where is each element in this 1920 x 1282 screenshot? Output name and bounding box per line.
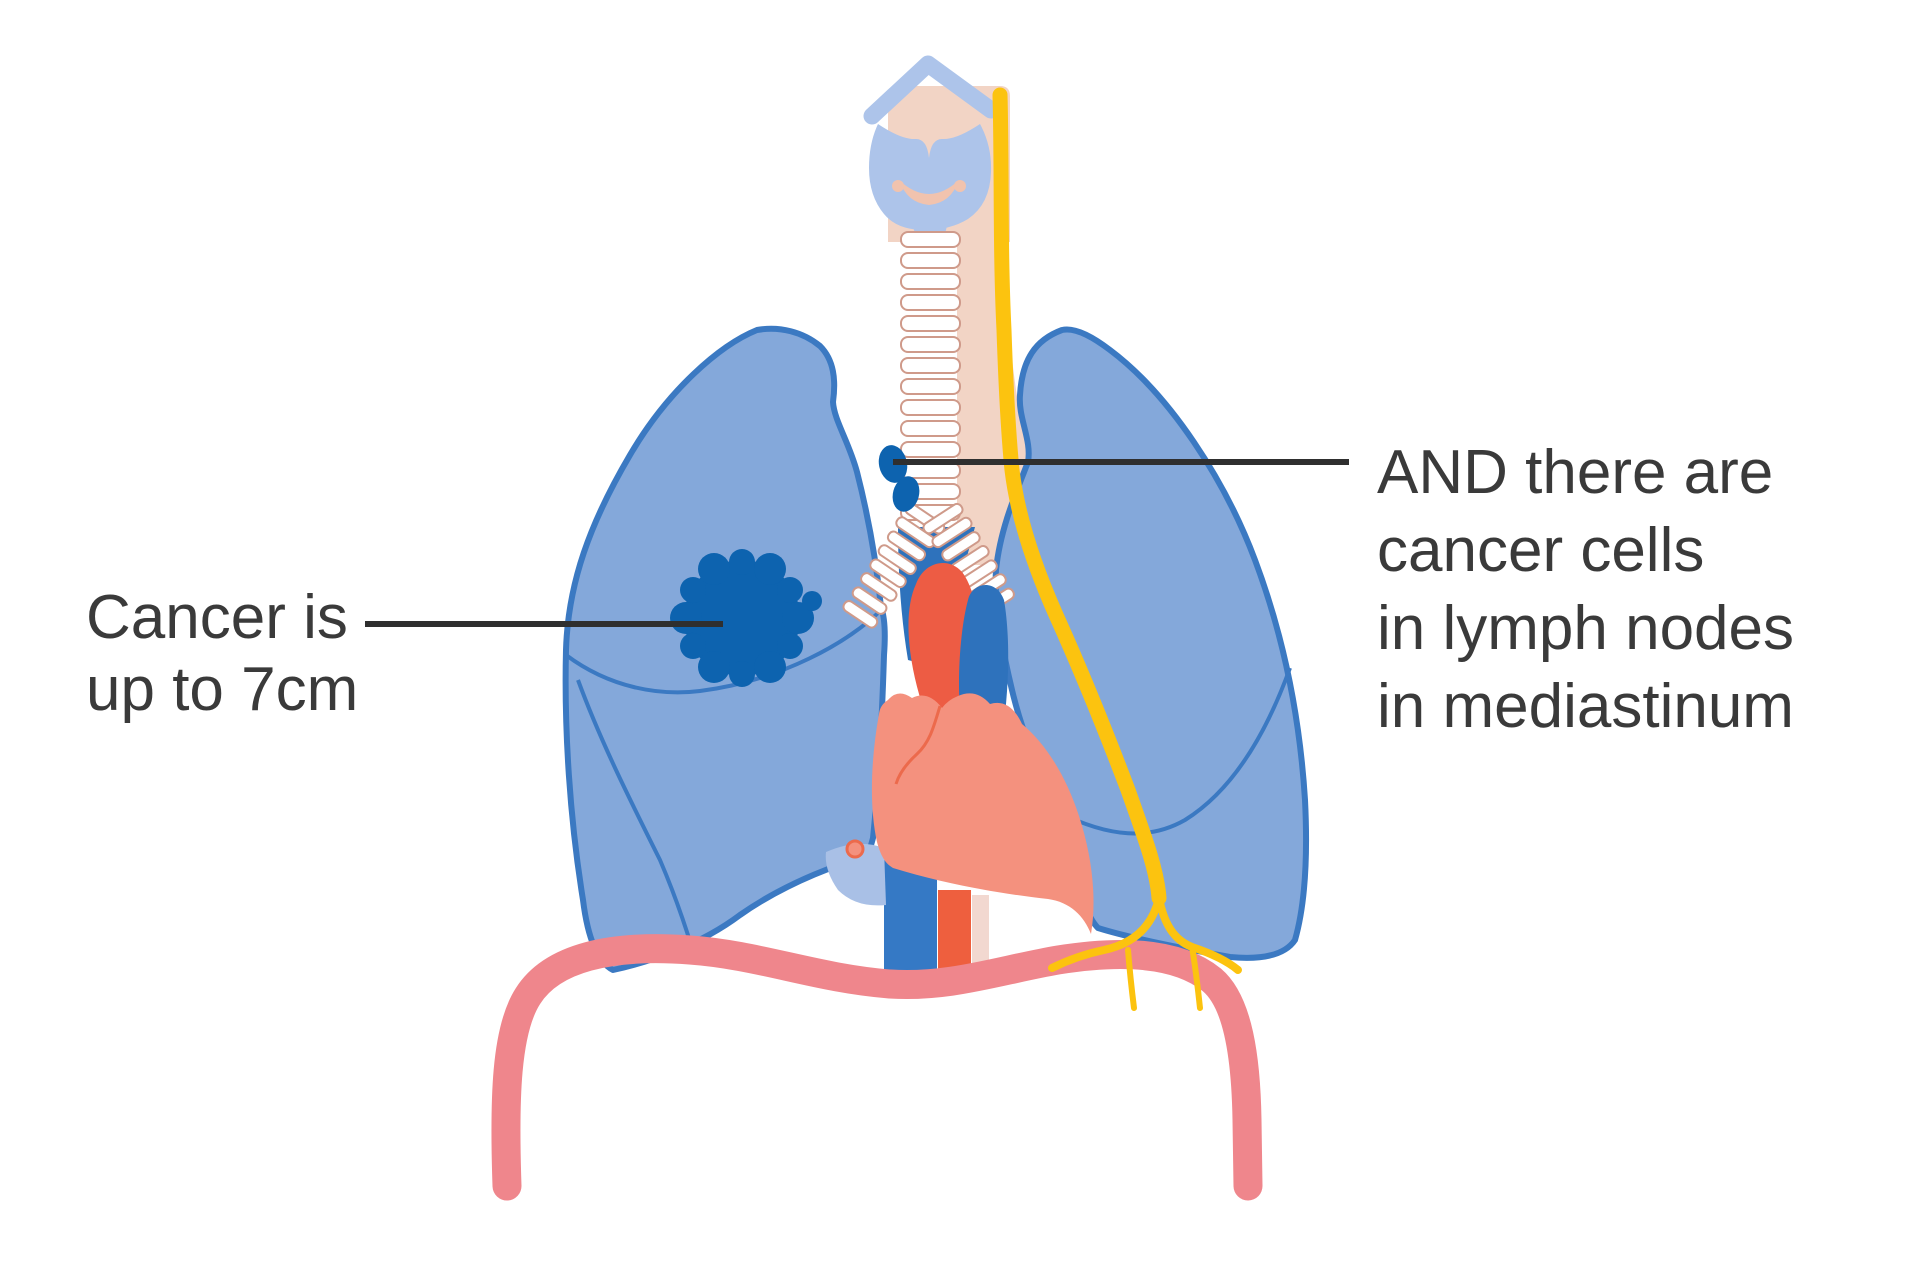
larynx-inner-dot: [892, 180, 904, 192]
tumor-annotation-line: up to 7cm: [86, 655, 359, 724]
lymph-annotation-line: in lymph nodes: [1377, 594, 1795, 663]
left-lung-fissure-upper: [564, 607, 884, 695]
diaphragm: [491, 934, 1263, 1201]
coronary-groove: [894, 705, 942, 785]
inferior-vena-cava: [884, 860, 937, 976]
larynx-inner-fold: [899, 180, 959, 205]
nerve-trunk: [992, 87, 1167, 906]
heart-body: [871, 693, 1094, 934]
left-lung-fissure-lower: [576, 679, 694, 949]
esophagus-lower-shape: [972, 895, 989, 975]
lymph-annotation: AND there are cancer cells in lymph node…: [1377, 434, 1794, 746]
thyroid-cartilage: [869, 124, 992, 230]
nerve-branch-left: [1048, 894, 1163, 972]
left-main-bronchus: [842, 502, 946, 629]
lymph-annotation-line: in mediastinum: [1377, 672, 1794, 741]
lymph-annotation-line: cancer cells: [1377, 516, 1705, 585]
right-lung-fissure: [1057, 667, 1292, 836]
tumor-annotation: Cancer is up to 7cm: [86, 582, 358, 726]
larynx: [863, 55, 1000, 238]
tumor: [670, 549, 822, 687]
lymph-annotation-line: AND there are: [1377, 438, 1774, 507]
nerve-twig: [1189, 944, 1203, 1011]
descending-aorta: [938, 890, 971, 976]
left-lung-overlap-patch: [825, 843, 886, 906]
descending-vessels: [884, 860, 971, 976]
atrial-appendage: [845, 839, 865, 859]
trachea: [900, 231, 961, 521]
pointer-lines: [365, 459, 1349, 627]
tumor-annotation-line: Cancer is: [86, 583, 348, 652]
heart: [845, 693, 1094, 934]
nerve-twig: [1125, 947, 1137, 1011]
vagus-nerve: [992, 87, 1242, 1011]
larynx-inner-dot: [954, 180, 966, 192]
lymph-node: [892, 476, 920, 512]
hyoid-cartilage: [863, 55, 1000, 125]
